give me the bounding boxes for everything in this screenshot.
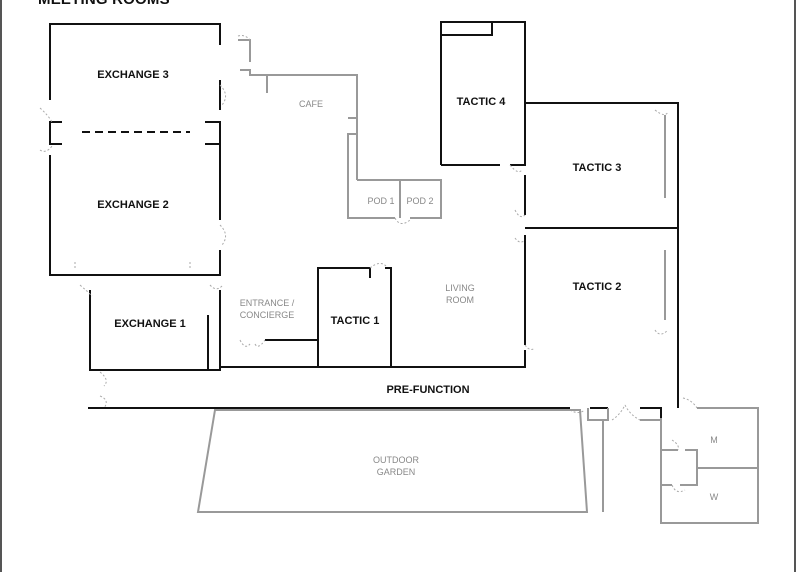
area-pre-function[interactable]: PRE-FUNCTION bbox=[386, 384, 470, 396]
room-tactic-3[interactable]: TACTIC 3 bbox=[572, 162, 622, 174]
room-tactic-2[interactable]: TACTIC 2 bbox=[572, 281, 622, 293]
tactic-1-walls bbox=[220, 262, 526, 368]
room-tactic-1[interactable]: TACTIC 1 bbox=[330, 315, 380, 327]
area-pod-2[interactable]: POD 2 bbox=[406, 196, 434, 206]
area-entrance-concierge[interactable]: ENTRANCE / CONCIERGE bbox=[240, 297, 295, 321]
outdoor-garden-outline bbox=[196, 409, 589, 513]
area-pod-1[interactable]: POD 1 bbox=[367, 196, 395, 206]
exchange-1-walls bbox=[79, 284, 223, 371]
area-outdoor-garden[interactable]: OUTDOOR GARDEN bbox=[373, 454, 419, 478]
tactic-4-walls bbox=[440, 21, 526, 166]
tactic-3-2-walls bbox=[509, 102, 679, 395]
area-living-room[interactable]: LIVING ROOM bbox=[445, 282, 475, 306]
area-womens-restroom[interactable]: W bbox=[709, 492, 719, 502]
pre-function-walls bbox=[88, 371, 679, 421]
exchange-3-2-walls bbox=[39, 23, 226, 276]
room-exchange-3[interactable]: EXCHANGE 3 bbox=[97, 69, 169, 81]
room-exchange-1[interactable]: EXCHANGE 1 bbox=[114, 318, 186, 330]
label-line: ENTRANCE / bbox=[239, 298, 295, 308]
area-mens-restroom[interactable]: M bbox=[710, 435, 718, 445]
room-exchange-2[interactable]: EXCHANGE 2 bbox=[97, 199, 169, 211]
page-title: MEETING ROOMS bbox=[38, 0, 170, 8]
label-line: CONCIERGE bbox=[239, 310, 295, 320]
cafe-walls bbox=[237, 35, 442, 224]
label-line: GARDEN bbox=[376, 467, 416, 477]
restroom-walls bbox=[660, 397, 759, 524]
label-line: OUTDOOR bbox=[373, 455, 419, 465]
room-tactic-4[interactable]: TACTIC 4 bbox=[456, 96, 506, 108]
area-cafe[interactable]: CAFE bbox=[298, 99, 324, 109]
label-line: LIVING bbox=[445, 283, 475, 293]
label-line: ROOM bbox=[445, 295, 474, 305]
